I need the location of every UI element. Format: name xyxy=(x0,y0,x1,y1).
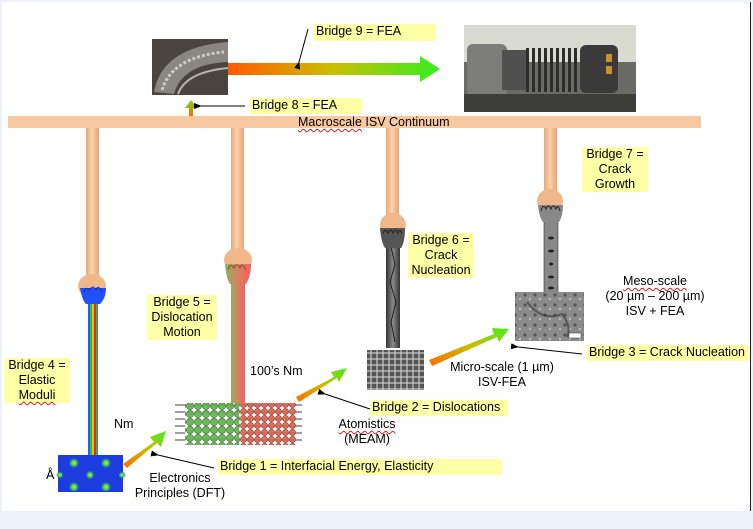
microscale-line-1: Micro-scale (1 µm) xyxy=(450,360,554,374)
bridge-9-pointer xyxy=(294,28,309,70)
microscale-line-2: ISV-FEA xyxy=(478,375,526,389)
mesoscale-line-1: Meso-scale xyxy=(623,274,687,288)
electronics-label: Electronics Principles (DFT) xyxy=(130,471,230,501)
bridge-1-label: Bridge 1 = Interfacial Energy, Elasticit… xyxy=(218,459,502,475)
arrow-micro-to-meso xyxy=(429,328,509,366)
mesoscale-line-3: ISV + FEA xyxy=(625,304,685,318)
electronics-line-2: Principles (DFT) xyxy=(134,486,226,500)
bridge-5-line-1: Bridge 5 = xyxy=(153,295,211,309)
isv-continuum-word: ISV Continuum xyxy=(365,115,450,129)
bridge-6-label: Bridge 6 = Crack Nucleation xyxy=(408,233,474,278)
atomistics-line-1: Atomistics xyxy=(338,417,396,431)
bridge-2-pointer xyxy=(317,388,371,410)
bridge-5-line-2: Dislocation xyxy=(151,310,213,324)
engine-component-photo xyxy=(464,25,636,112)
bridge-6-line-2: Crack xyxy=(424,248,458,262)
bridge-8-label: Bridge 8 = FEA xyxy=(250,98,362,114)
mesoscale-fracture-sem-image xyxy=(515,292,584,341)
tire-component-photo xyxy=(152,39,229,95)
diagram-slide: Bridge 9 = FEA Bridge 8 = FEA Macroscale… xyxy=(2,2,751,511)
bridge-7-hand xyxy=(537,189,563,295)
mesoscale-line-2: (20 µm – 200 µm) xyxy=(605,289,705,303)
bridge-3-label: Bridge 3 = Crack Nucleation xyxy=(587,345,749,361)
pole-bridge-6 xyxy=(386,128,399,218)
bridge-4-label: Bridge 4 = Elastic Moduli xyxy=(4,358,70,403)
macroscale-word: Macroscale xyxy=(298,115,362,129)
bridge-3-pointer xyxy=(510,343,583,355)
bridge-6-line-3: Nucleation xyxy=(411,263,471,277)
atomistics-line-2: (MEAM) xyxy=(344,432,390,446)
bridge-2-label: Bridge 2 = Dislocations xyxy=(370,400,508,416)
electronics-line-1: Electronics xyxy=(149,471,211,485)
pole-bridge-4 xyxy=(86,128,99,278)
bridge-9-arrow xyxy=(228,56,440,82)
bridge-9-label: Bridge 9 = FEA xyxy=(314,24,436,41)
macroscale-isv-continuum-label: Macroscale ISV Continuum xyxy=(298,115,449,130)
bridge-8-arrow xyxy=(185,100,197,116)
bridge-4-line-3: Moduli xyxy=(18,388,56,402)
nm-label: Nm xyxy=(114,417,134,431)
bridge-4-hand xyxy=(78,274,106,457)
bridge-7-line-3: Growth xyxy=(594,177,636,191)
bridge-5-line-3: Motion xyxy=(163,325,201,339)
bridge-7-line-1: Bridge 7 = xyxy=(586,147,644,161)
bridge-6-hand xyxy=(380,213,406,348)
bridge-4-line-2: Elastic xyxy=(18,373,56,387)
arrow-atomistics-to-micro xyxy=(296,368,347,402)
microstructure-sem-image xyxy=(367,350,424,390)
atomistic-lattice-image xyxy=(175,403,302,445)
arrow-dft-to-atomistics xyxy=(123,431,166,468)
angstrom-label: Å xyxy=(46,468,55,482)
diagram-artwork xyxy=(8,25,701,493)
dft-electron-density-image xyxy=(56,455,126,493)
bridge-4-line-1: Bridge 4 = xyxy=(8,358,66,372)
atomistics-label: Atomistics (MEAM) xyxy=(332,417,402,447)
hundreds-nm-label: 100’s Nm xyxy=(250,364,303,378)
pole-bridge-7 xyxy=(544,128,557,194)
bridge-6-line-1: Bridge 6 = xyxy=(412,233,470,247)
bridge-1-pointer xyxy=(150,450,215,469)
mesoscale-label: Meso-scale (20 µm – 200 µm) ISV + FEA xyxy=(600,274,710,319)
pole-bridge-5 xyxy=(231,128,244,258)
bridge-5-label: Bridge 5 = Dislocation Motion xyxy=(147,295,217,340)
bridge-7-label: Bridge 7 = Crack Growth xyxy=(582,147,648,192)
bridge-5-hand xyxy=(224,248,252,406)
macroscale-bar xyxy=(8,116,701,128)
microscale-label: Micro-scale (1 µm) ISV-FEA xyxy=(442,360,562,390)
bridge-7-line-2: Crack xyxy=(598,162,632,176)
